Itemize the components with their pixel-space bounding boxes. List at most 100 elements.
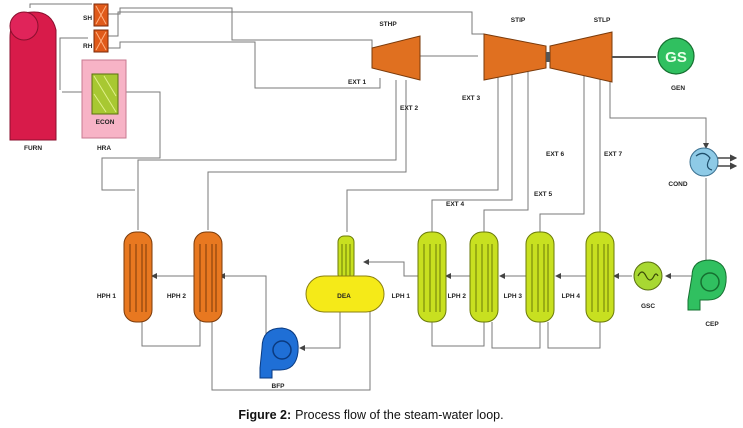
lph3-tubes (531, 244, 549, 312)
hph1-tubes (129, 244, 147, 312)
pipe-drain-hph1-hph2 (141, 320, 201, 347)
ext1-label: EXT 1 (348, 79, 366, 86)
lph4-label: LPH 4 (562, 293, 581, 300)
pipe-furnace-to-hra (59, 37, 88, 90)
heat-recovery-area: SH RH ECON HRA (81, 3, 127, 152)
lph3 (525, 231, 555, 323)
hra-label: HRA (97, 145, 111, 152)
figure-caption: Figure 2: Process flow of the steam-water… (238, 408, 503, 422)
dea-column-trays (341, 244, 351, 276)
pipe-furnace-to-sh (29, 3, 92, 8)
lph4-tubes (591, 244, 609, 312)
pipe-ext5 (483, 72, 529, 232)
bfp-impeller (272, 340, 292, 360)
ext6-label: EXT 6 (546, 151, 564, 158)
pipe-bfp-to-hph2 (219, 273, 267, 336)
hph1 (123, 231, 153, 323)
pipe-drain-lph3-lph4 (547, 322, 601, 349)
sh-label: SH (83, 15, 92, 22)
lph4-shell (585, 231, 615, 323)
pipes (29, 3, 738, 391)
sthp-turbine (371, 35, 421, 81)
ext4-label: EXT 4 (446, 201, 464, 208)
gsc-body (633, 261, 663, 291)
lp-heaters: LPH 1 LPH 2 LPH 3 LPH 4 (392, 231, 615, 323)
bfp-pump: BFP (259, 327, 299, 390)
stlp-turbine (549, 31, 613, 83)
condenser-body (689, 147, 719, 177)
lph1-shell (417, 231, 447, 323)
furnace: FURN (9, 11, 57, 152)
hph2-tubes (199, 244, 217, 312)
gsc-coil (637, 271, 659, 281)
lph2-label: LPH 2 (448, 293, 467, 300)
reheater-coil (95, 31, 107, 51)
lph4 (585, 231, 615, 323)
gsc: GSC (633, 261, 663, 310)
generator: GS GEN (657, 37, 695, 92)
rh-label: RH (83, 43, 93, 50)
pipe-stlp-to-cond (609, 70, 709, 149)
ext7-label: EXT 7 (604, 151, 622, 158)
lph1-label: LPH 1 (392, 293, 411, 300)
generator-symbol: GS (665, 49, 687, 66)
lph2-shell (469, 231, 499, 323)
pipe-sh-to-sthp (108, 7, 373, 54)
figure-caption-text: Process flow of the steam-water loop. (295, 408, 503, 422)
pipe-ext1 (137, 80, 397, 230)
dea-label: DEA (337, 293, 351, 300)
furnace-label: FURN (24, 145, 42, 152)
pipe-sthp-to-rh (108, 41, 381, 89)
cep-pump: CEP (687, 259, 727, 328)
hph2-label: HPH 2 (167, 293, 187, 300)
stip-label: STIP (511, 17, 526, 24)
pipe-ext4 (431, 72, 513, 232)
cep-label: CEP (705, 321, 719, 328)
hph1-shell (123, 231, 153, 323)
condenser-coil (695, 152, 713, 171)
hph2 (193, 231, 223, 323)
bfp-body (259, 327, 299, 379)
condenser: COND (668, 147, 719, 188)
pipe-lph1-to-dea (363, 259, 418, 277)
pipe-ext6 (539, 72, 585, 232)
superheater-coil (95, 5, 107, 25)
ext2-label: EXT 2 (400, 105, 418, 112)
econ-label: ECON (96, 119, 115, 126)
lph1 (417, 231, 447, 323)
stlp-label: STLP (594, 17, 611, 24)
lph3-shell (525, 231, 555, 323)
hp-heaters: HPH 1 HPH 2 (97, 231, 223, 323)
dea-tank (305, 275, 385, 313)
cep-body (687, 259, 727, 311)
pipe-drain-hph2-dea (211, 310, 371, 391)
lph3-label: LPH 3 (504, 293, 523, 300)
hph2-shell (193, 231, 223, 323)
pipe-dea-to-bfp (299, 312, 341, 351)
turbines: STHP STIP STLP (371, 17, 656, 83)
extraction-labels: EXT 1 EXT 2 EXT 3 EXT 4 EXT 5 EXT 6 EXT … (348, 79, 622, 208)
pipe-drain-lph2-lph3 (491, 322, 541, 349)
economizer-coil (93, 75, 117, 113)
gsc-label: GSC (641, 303, 655, 310)
figure-caption-number: Figure 2: (238, 408, 291, 422)
lph2 (469, 231, 499, 323)
pipe-ext3 (346, 72, 499, 232)
lph1-tubes (423, 244, 441, 312)
hph1-label: HPH 1 (97, 293, 117, 300)
sthp-label: STHP (379, 21, 397, 28)
ext5-label: EXT 5 (534, 191, 552, 198)
condenser-label: COND (668, 181, 687, 188)
pipe-ext2 (207, 80, 407, 230)
ext3-label: EXT 3 (462, 95, 480, 102)
lph2-tubes (475, 244, 493, 312)
deaerator: DEA (305, 235, 385, 313)
generator-body (657, 37, 695, 75)
cep-impeller (700, 272, 720, 292)
pipe-hph1-to-econ (101, 91, 161, 191)
pipe-drain-lph1-lph2 (431, 322, 485, 347)
turbine-coupling (546, 52, 550, 62)
furnace-burner (9, 11, 39, 41)
